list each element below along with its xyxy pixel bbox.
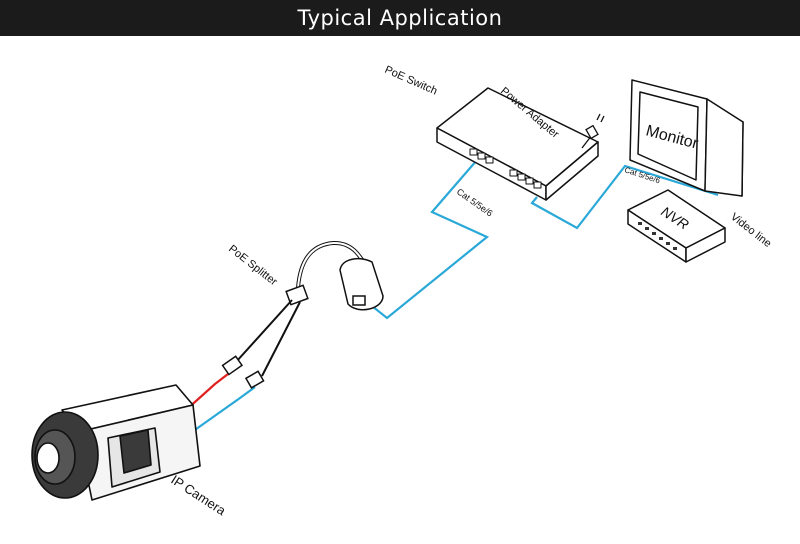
cat-cable-label-1: Cat 5/5e/6 xyxy=(455,186,495,218)
camera-lens xyxy=(36,442,60,474)
switch-ports xyxy=(469,148,542,189)
ip-camera-label: IP Camera xyxy=(168,472,229,519)
monitor-icon xyxy=(629,79,744,197)
switch-to-splitter-cable xyxy=(371,159,490,320)
video-line-label: Video line xyxy=(728,211,773,250)
poe-switch-icon xyxy=(436,87,599,201)
network-cables xyxy=(191,159,719,433)
splitter-wire-data xyxy=(261,301,301,377)
power-adapter-icon xyxy=(581,113,605,149)
title-bar: Typical Application xyxy=(0,0,800,36)
splitter-body xyxy=(339,257,384,311)
poe-splitter-label: PoE Splitter xyxy=(226,243,279,288)
poe-switch-label: PoE Switch xyxy=(383,64,439,98)
dc-connector xyxy=(221,355,244,376)
rj45-connector xyxy=(244,370,265,389)
switch-to-nvr-cable xyxy=(530,164,719,230)
page-title: Typical Application xyxy=(297,6,503,30)
camera-side-panel xyxy=(119,429,152,474)
ip-camera-icon xyxy=(31,384,201,501)
poe-splitter-icon xyxy=(221,240,384,389)
nvr-icon xyxy=(627,189,726,263)
splitter-wire-power xyxy=(235,299,293,363)
splitter-rj45-port xyxy=(352,295,366,306)
splitter-to-camera-data-cable xyxy=(191,386,256,433)
splitter-to-camera-power-cable xyxy=(185,373,229,411)
